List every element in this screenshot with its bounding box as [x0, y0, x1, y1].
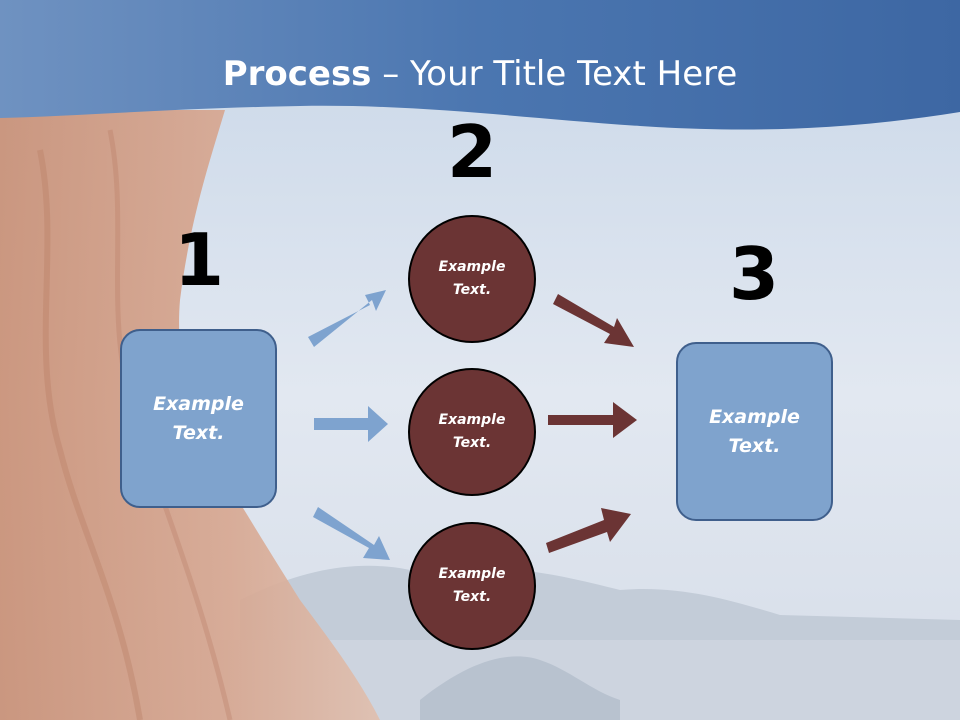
arrow-2c-to-3	[546, 508, 631, 553]
step-1-box: Example Text.	[120, 329, 277, 508]
step-2-circle-2-text: Example Text.	[438, 412, 506, 451]
step-2-circle-1: Example Text.	[408, 215, 536, 343]
arrow-1-to-2b	[314, 406, 388, 442]
step-2-circle-2: Example Text.	[408, 368, 536, 496]
arrow-2a-to-3	[553, 294, 634, 347]
step-2-number: 2	[446, 110, 498, 194]
step-1-number: 1	[173, 218, 225, 302]
blue-arrows	[308, 290, 390, 560]
step-1-text: Example Text.	[153, 392, 244, 444]
arrow-1-to-2a	[308, 290, 386, 347]
step-3-box: Example Text.	[676, 342, 833, 521]
step-2-circle-3: Example Text.	[408, 522, 536, 650]
step-3-text: Example Text.	[709, 405, 800, 457]
arrow-2b-to-3	[548, 402, 637, 438]
step-3-number: 3	[728, 232, 780, 316]
red-arrows	[546, 294, 637, 553]
page-title: Process – Your Title Text Here	[0, 52, 960, 96]
step-2-circle-3-text: Example Text.	[438, 566, 506, 605]
title-rest: – Your Title Text Here	[371, 54, 738, 94]
title-bold: Process	[222, 54, 372, 94]
header-band	[0, 0, 960, 130]
step-2-circle-1-text: Example Text.	[438, 259, 506, 298]
arrow-1-to-2c	[313, 507, 390, 560]
island	[420, 656, 620, 720]
